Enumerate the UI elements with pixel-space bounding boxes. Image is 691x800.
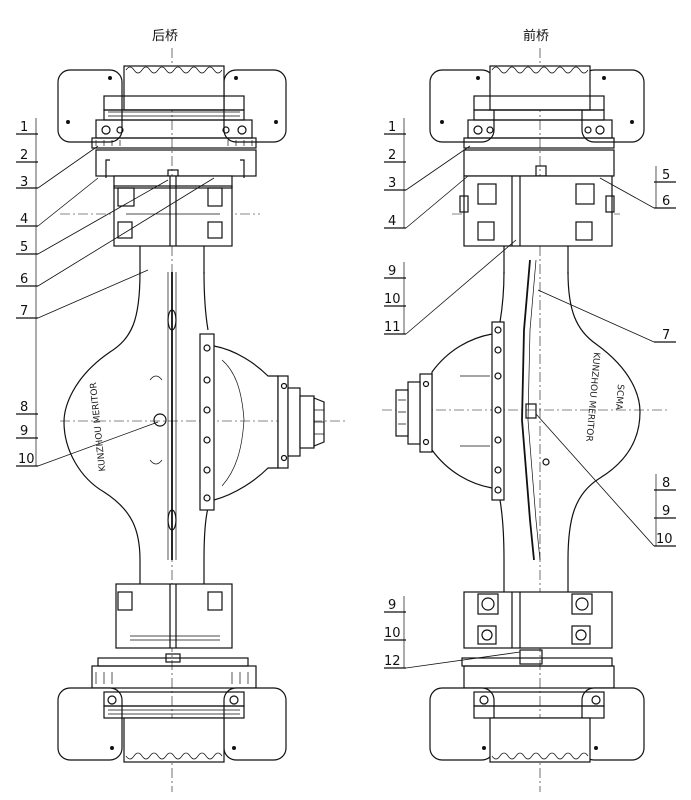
front-bottom-wheel-end	[429, 665, 645, 763]
rear-callout-3: 3	[20, 175, 28, 190]
front-callout-10-mid: 10	[384, 292, 401, 307]
title-front-axle: 前桥	[523, 28, 549, 44]
front-callout-10-lower: 10	[656, 532, 673, 547]
rear-callout-7: 7	[20, 304, 28, 319]
rear-callout-4: 4	[20, 212, 28, 227]
front-callout-3: 3	[388, 176, 396, 191]
front-callout-12: 12	[384, 654, 401, 669]
rear-axle-view: KUNZHOU MERITOR	[16, 48, 345, 792]
front-axle-view: KUNZHOU MERITOR SCMA	[382, 48, 676, 792]
rear-callouts: 1 2 3 4 5 6 7 8 9 10	[16, 118, 215, 467]
front-callout-5: 5	[662, 168, 670, 183]
front-bottom-spring-seat	[461, 591, 613, 667]
front-callout-8: 8	[662, 476, 670, 491]
rear-differential-carrier	[199, 333, 325, 511]
rear-callout-2: 2	[20, 148, 28, 163]
front-callout-4: 4	[388, 214, 396, 229]
title-rear-axle: 后桥	[152, 29, 178, 44]
front-differential-carrier	[395, 321, 505, 501]
rear-tube-upper	[139, 246, 205, 274]
front-callout-9-mid: 9	[388, 264, 396, 279]
rear-callout-9: 9	[20, 424, 28, 439]
front-tube-lower	[503, 560, 569, 592]
rear-top-wheel-end	[57, 65, 287, 181]
front-callout-7: 7	[662, 328, 670, 343]
rear-tube-lower	[139, 560, 205, 584]
rear-callout-10: 10	[18, 452, 35, 467]
front-callout-6: 6	[662, 194, 670, 209]
front-callout-2: 2	[388, 148, 396, 163]
rear-callout-8: 8	[20, 400, 28, 415]
front-callout-9-lower: 9	[662, 504, 670, 519]
front-top-spring-seat	[459, 175, 615, 247]
front-top-wheel-end	[429, 65, 645, 177]
rear-banjo-housing	[63, 271, 209, 561]
front-callout-9-bottom: 9	[388, 598, 396, 613]
rear-callout-6: 6	[20, 272, 28, 287]
rear-housing-marking: KUNZHOU MERITOR	[89, 382, 108, 472]
front-callout-11: 11	[384, 320, 401, 335]
front-callouts: 1 2 3 4 5 6 9 10 11 7	[384, 118, 676, 669]
rear-bottom-wheel-end	[57, 665, 287, 763]
front-housing-submarking: SCMA	[613, 384, 625, 412]
rear-callout-1: 1	[20, 120, 28, 135]
rear-top-spring-seat	[113, 175, 233, 247]
rear-callout-5: 5	[20, 240, 28, 255]
front-callout-1: 1	[388, 120, 396, 135]
front-housing-marking: KUNZHOU MERITOR	[583, 352, 601, 442]
rear-breather	[153, 413, 167, 427]
rear-bottom-spring-seat	[97, 583, 249, 667]
front-callout-10-bottom: 10	[384, 626, 401, 641]
front-banjo-housing	[499, 259, 641, 561]
